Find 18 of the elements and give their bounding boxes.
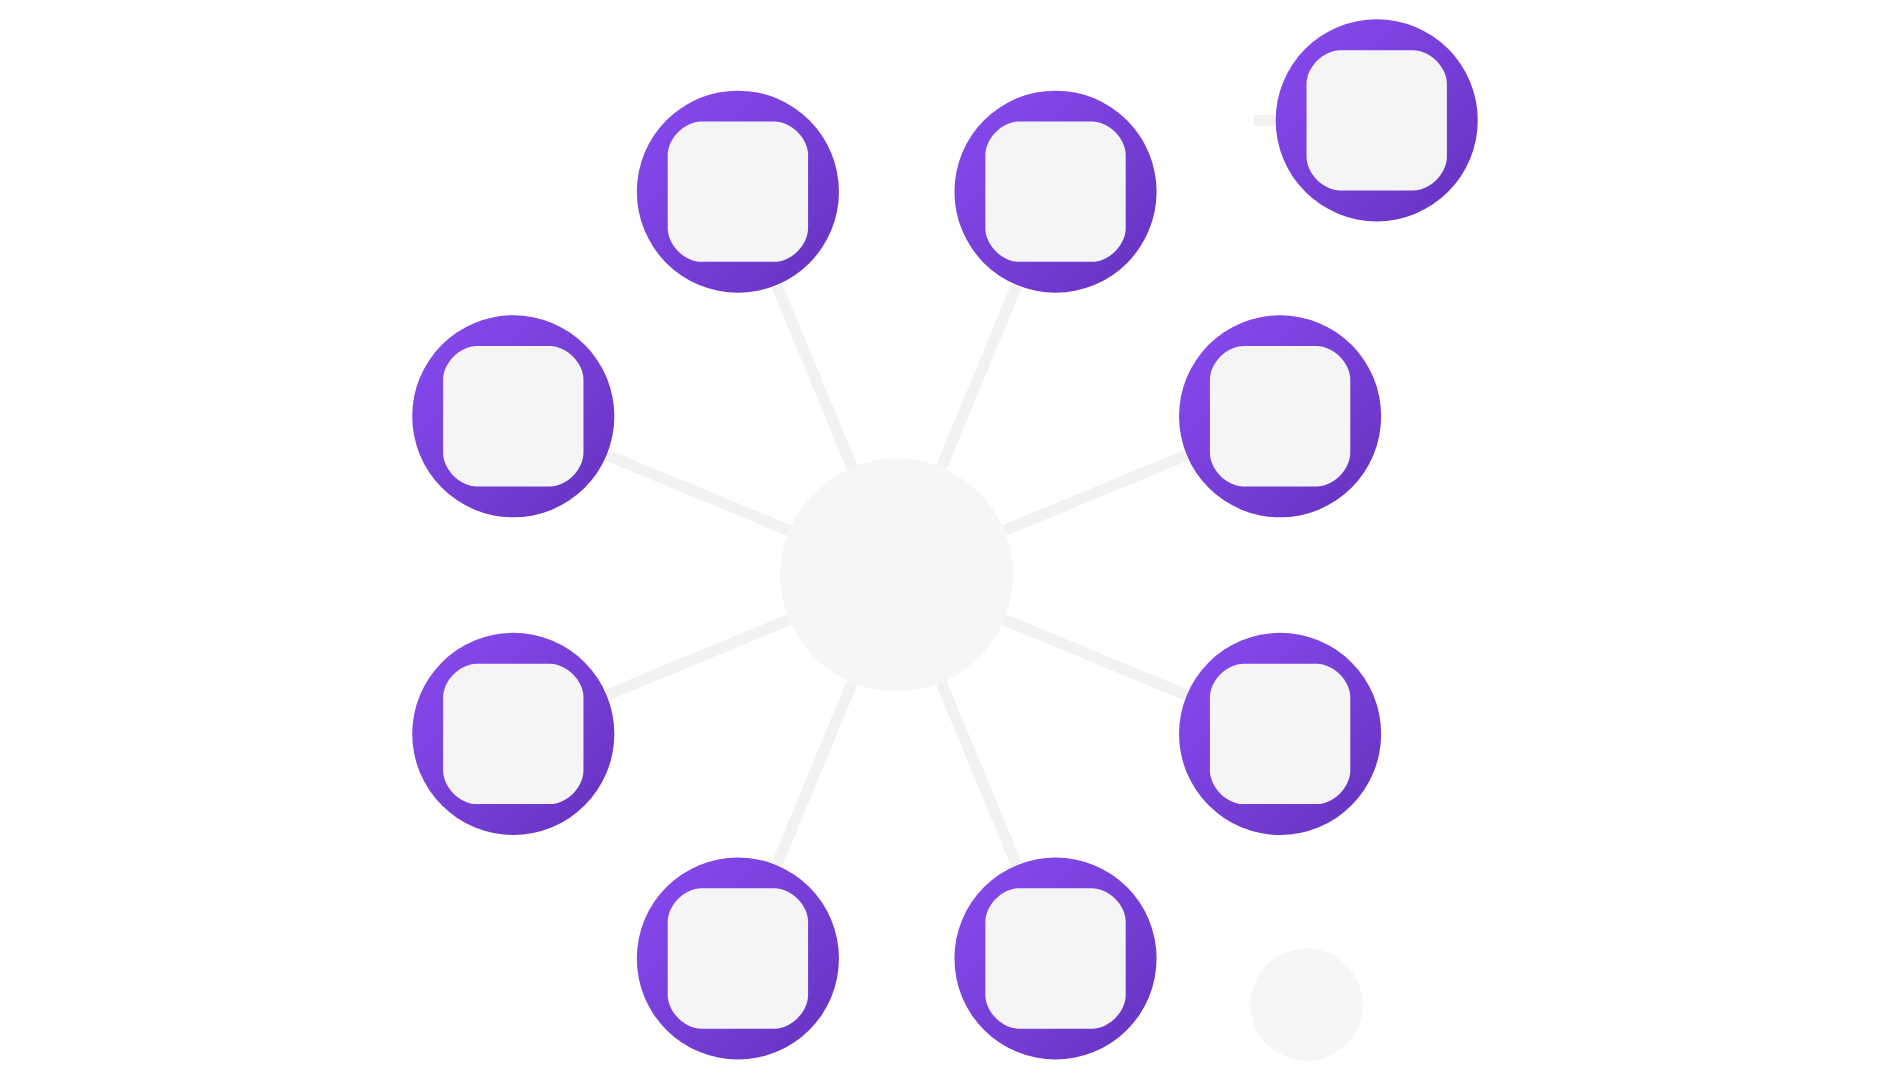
- node-circle: [1179, 632, 1382, 835]
- node-circle: [636, 857, 839, 1060]
- connector: [1002, 614, 1189, 701]
- connector: [1253, 114, 1275, 126]
- connector: [771, 283, 858, 470]
- connector: [605, 450, 791, 536]
- node-circle: [954, 90, 1157, 293]
- connector: [1002, 450, 1189, 536]
- connector: [771, 680, 858, 867]
- node-circle: [1275, 19, 1478, 222]
- node-circle: [954, 857, 1157, 1060]
- node-circle: [412, 315, 615, 518]
- connector: [605, 614, 791, 701]
- node-circle: [412, 632, 615, 835]
- connector: [936, 680, 1022, 867]
- node-circle: [1179, 315, 1382, 518]
- node-circle: [636, 90, 839, 293]
- connector: [936, 283, 1022, 470]
